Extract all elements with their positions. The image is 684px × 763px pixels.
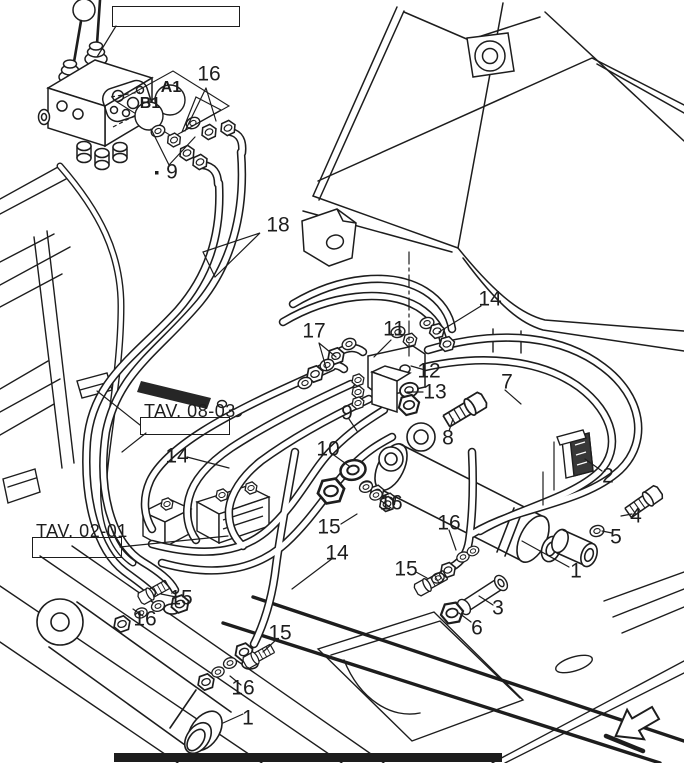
leader-lines [96, 25, 633, 724]
banjo-fittings [110, 577, 277, 693]
left-frame-details [0, 166, 243, 504]
part-callout: 10 [316, 437, 340, 461]
valve-port-detail [110, 70, 231, 138]
right-small-parts [556, 429, 666, 539]
plate-tav-02-01-box [32, 537, 122, 558]
mount-bracket [301, 208, 357, 267]
plate-tav-02-01-text: TAV. 02-01 [36, 521, 128, 541]
part-callout: 16 [379, 491, 403, 515]
part-callout: 6 [471, 616, 483, 640]
part-callout: 1 [570, 559, 582, 583]
plate-tav-08-03-text: TAV. 08-03 [144, 401, 236, 421]
part-callout: 16 [231, 676, 255, 700]
part-callout: 1 [242, 706, 254, 730]
part-callout: 12 [417, 359, 441, 383]
part-callout: 17 [302, 319, 326, 343]
part-callout: 15 [268, 621, 292, 645]
part-callout: 9 [341, 401, 353, 425]
part-callout: 16 [437, 511, 461, 535]
bolt-8 [440, 389, 490, 430]
tipping-cylinder [357, 422, 598, 568]
part-callout: 16 [133, 607, 157, 631]
part-callout: 8 [442, 426, 454, 450]
orientation-arrow-icon [603, 705, 661, 754]
part-callout: 16 [197, 62, 221, 86]
part-callout: 14 [325, 541, 349, 565]
part-callout: 15 [394, 557, 418, 581]
plate-tav-08-02-text: TAV. 08-02 [118, 0, 215, 4]
part-callout: 15 [317, 515, 341, 539]
lift-cylinder [36, 598, 259, 759]
part-callout: 13 [423, 380, 447, 404]
part-callout: 9 [166, 160, 178, 184]
port-label-a1: A1 [160, 79, 182, 96]
plate-tav-08-02-box [112, 6, 240, 27]
spacer-nut-parts [357, 479, 509, 626]
valve-bottom-ports [76, 140, 128, 171]
part-callout: 4 [630, 504, 642, 528]
part-callout: 18 [266, 213, 290, 237]
chassis-frame [0, 328, 684, 763]
part-callout: 5 [610, 525, 622, 549]
part-callout: 3 [492, 596, 504, 620]
part-callout: 14 [165, 444, 189, 468]
lever-knob [72, 0, 96, 22]
part-callout: 11 [383, 317, 405, 341]
part-callout: 15 [169, 586, 193, 610]
port-a1-circle [154, 84, 186, 116]
part-callout: 14 [478, 287, 502, 311]
plate-tav-08-03-box [140, 417, 230, 435]
port-label-b1: B1 [139, 95, 161, 112]
tee-manifold [349, 345, 426, 418]
tipper-body-panel [302, 2, 684, 352]
part-callout: 2 [602, 464, 614, 488]
part-callout: 7 [501, 370, 513, 394]
valve-fittings [148, 114, 239, 173]
port-b1-circle [134, 101, 164, 131]
